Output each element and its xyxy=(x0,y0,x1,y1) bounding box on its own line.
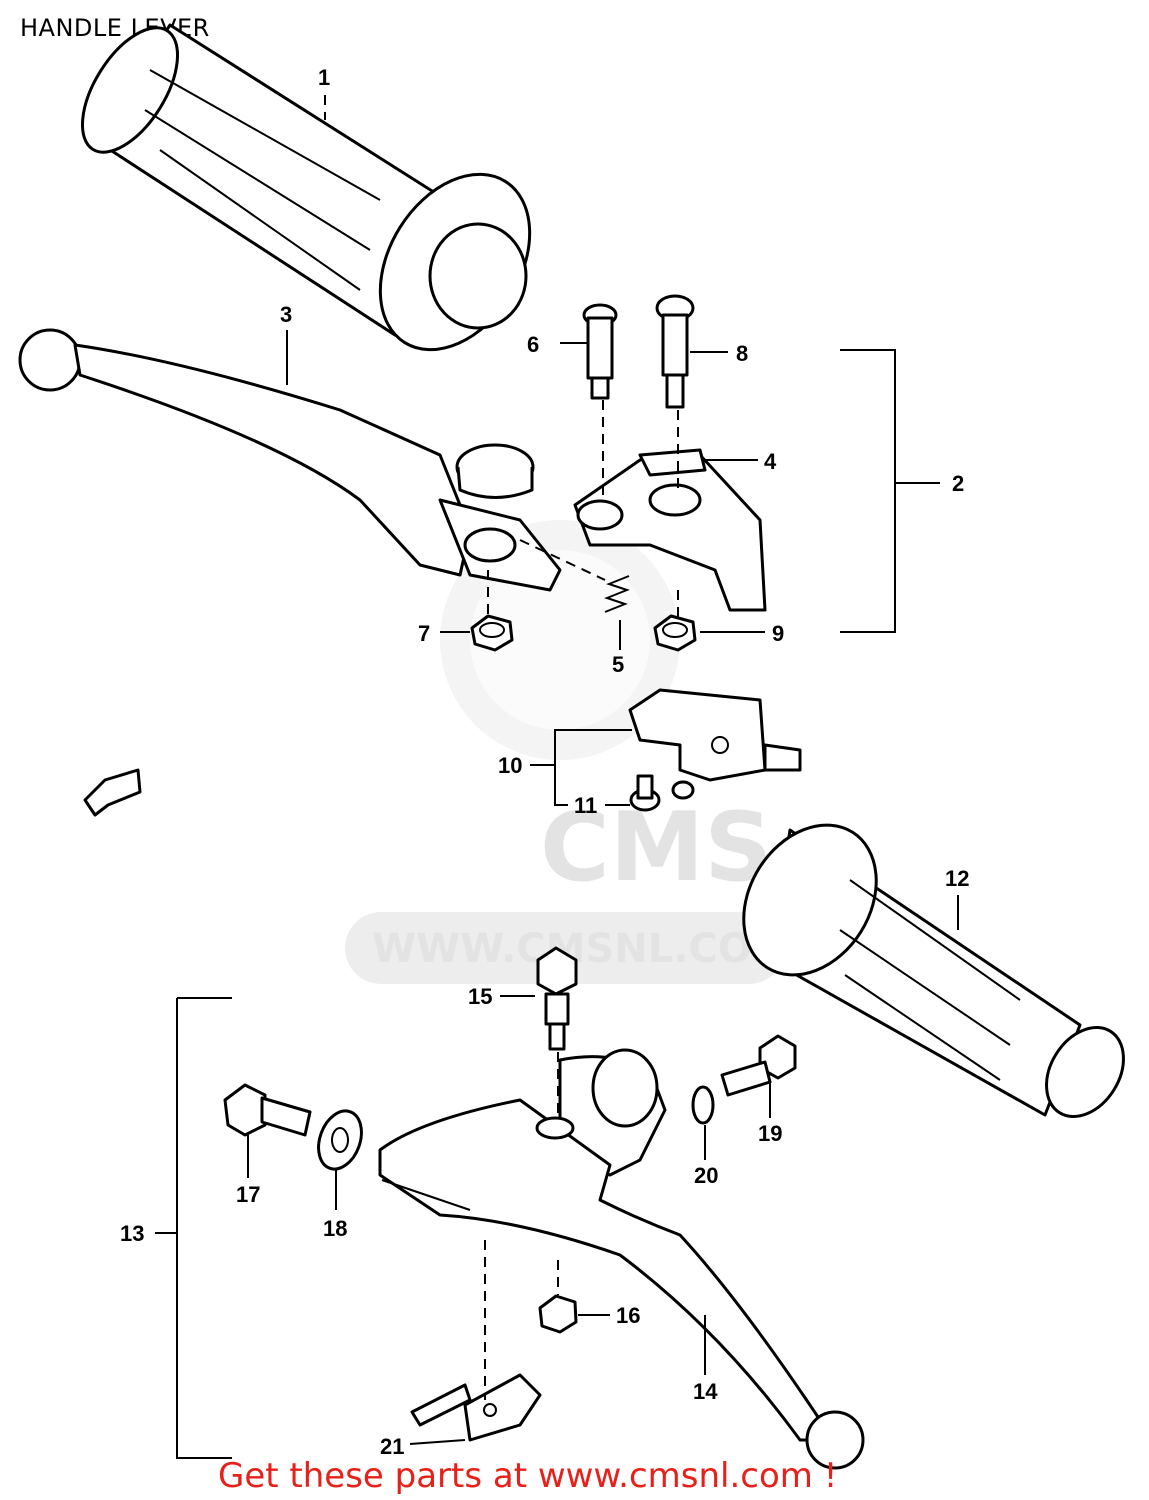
callout-18: 18 xyxy=(323,1216,347,1241)
nut-16 xyxy=(538,1294,578,1334)
callout-14: 14 xyxy=(693,1379,718,1404)
callout-13: 13 xyxy=(120,1221,144,1246)
washer-20 xyxy=(691,1085,715,1125)
callout-20: 20 xyxy=(694,1163,718,1188)
callout-19: 19 xyxy=(758,1121,782,1146)
watermark: CMS WWW.CMSNL.COM xyxy=(345,520,792,984)
callout-11: 11 xyxy=(574,793,597,818)
bolt-19 xyxy=(720,1034,797,1097)
callout-21: 21 xyxy=(380,1434,404,1459)
leader-lines xyxy=(155,95,959,1459)
grip-right xyxy=(742,823,1125,1119)
callout-6: 6 xyxy=(527,332,539,357)
callout-15: 15 xyxy=(468,984,492,1009)
callout-16: 16 xyxy=(616,1303,640,1328)
callout-10: 10 xyxy=(498,753,522,778)
pivot-pin-6 xyxy=(582,303,618,400)
adjuster-piece-21 xyxy=(410,1373,542,1442)
callout-2: 2 xyxy=(952,471,964,496)
callout-1: 1 xyxy=(318,65,330,90)
callout-5: 5 xyxy=(612,652,624,677)
watermark-brand: CMS xyxy=(540,793,773,903)
screw-11 xyxy=(629,774,661,812)
spring-5 xyxy=(604,575,630,613)
adjuster-bolt-17 xyxy=(223,1083,312,1137)
front-arrow-icon xyxy=(83,768,142,817)
nut-7 xyxy=(470,614,514,652)
lever-bracket-4 xyxy=(573,448,767,612)
footer-link[interactable]: Get these parts at www.cmsnl.com ! xyxy=(218,1456,838,1496)
locknut-18 xyxy=(317,1109,363,1171)
pivot-bolt-8 xyxy=(655,294,695,409)
callout-9: 9 xyxy=(772,621,784,646)
callout-7: 7 xyxy=(418,621,430,646)
callout-4: 4 xyxy=(764,449,777,474)
clutch-lever-lower xyxy=(378,1048,865,1470)
callout-8: 8 xyxy=(736,341,748,366)
grip-left xyxy=(80,23,532,352)
pivot-bolt-15 xyxy=(536,946,578,1051)
callout-3: 3 xyxy=(280,302,292,327)
nut-9 xyxy=(653,614,697,652)
brake-lever-upper xyxy=(18,328,562,592)
callout-17: 17 xyxy=(236,1182,260,1207)
stop-switch-10 xyxy=(628,688,802,800)
watermark-url: WWW.CMSNL.COM xyxy=(372,926,792,972)
callout-labels: 1 3 6 8 4 2 7 9 5 10 11 12 15 19 20 17 1… xyxy=(120,65,969,1459)
callout-12: 12 xyxy=(945,866,969,891)
